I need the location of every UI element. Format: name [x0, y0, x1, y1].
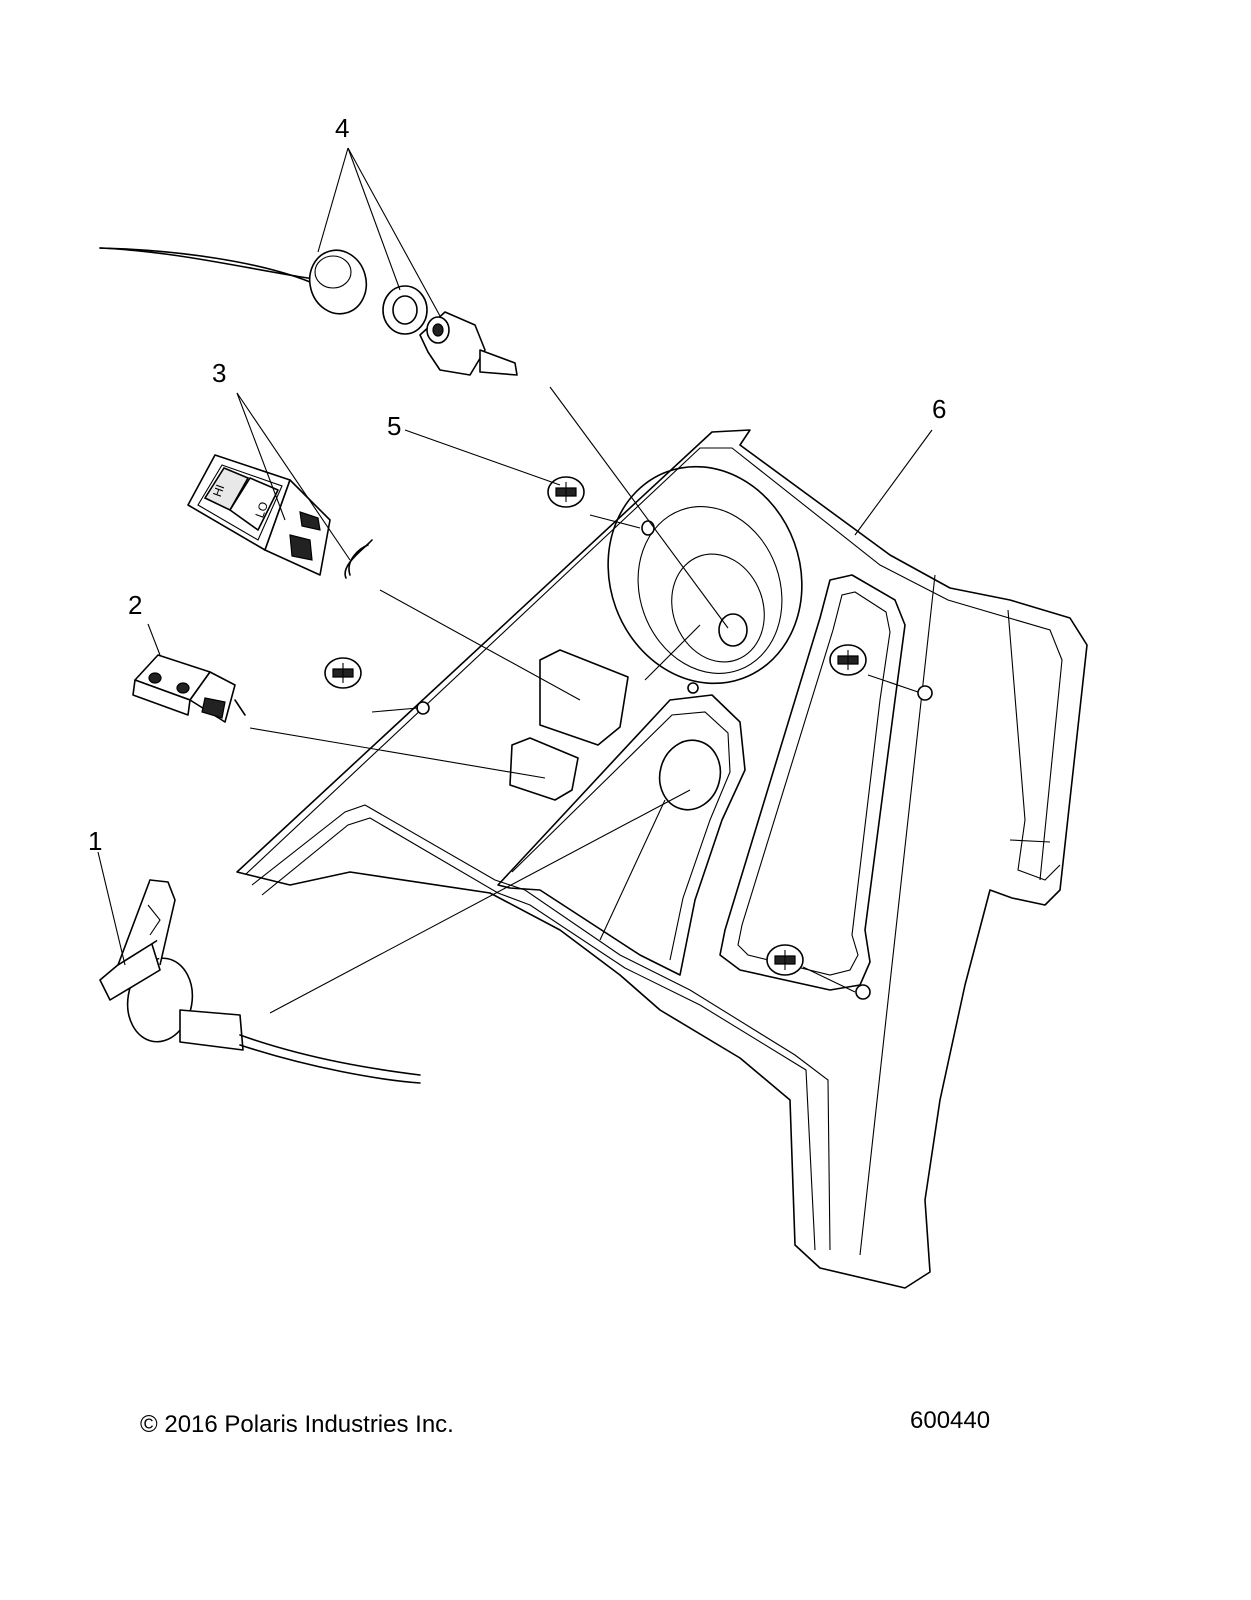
lever-switch [99, 879, 421, 1084]
dash-panel [236, 429, 1088, 1289]
power-outlet-assembly [99, 247, 518, 376]
callout-3: 3 [212, 358, 226, 388]
switch-hi-label: HI [210, 483, 227, 499]
leader-lines [97, 147, 933, 1014]
screw-strip-lower [766, 944, 804, 976]
screw-fasteners [324, 476, 867, 976]
callout-4: 4 [335, 113, 349, 143]
callout-6: 6 [932, 394, 946, 424]
screw-top [547, 476, 585, 508]
hi-lo-rocker-switch: HI LO [187, 454, 373, 579]
copyright-text: © 2016 Polaris Industries Inc. [140, 1411, 454, 1438]
small-toggle-switch [132, 654, 246, 723]
callout-5: 5 [387, 411, 401, 441]
screw-strip-upper [829, 644, 867, 676]
switch-lo-label: LO [252, 500, 271, 520]
screw-middle [324, 657, 362, 689]
callout-1: 1 [88, 826, 102, 856]
callout-2: 2 [128, 590, 142, 620]
diagram-number: 600440 [910, 1407, 990, 1434]
